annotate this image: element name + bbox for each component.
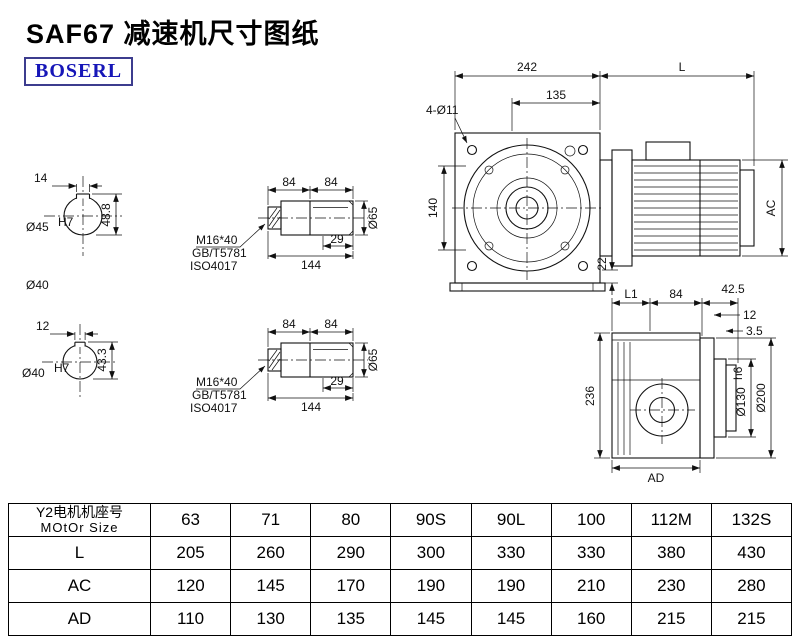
shaft1-end-view: 14 Ø45 H7 48.8 Ø40 <box>26 171 122 292</box>
dim-flange-dia: Ø200 <box>754 383 768 413</box>
table-cell-AC-5: 210 <box>551 570 632 603</box>
table-cell-AC-2: 170 <box>311 570 392 603</box>
row-label-AC: AC <box>9 570 151 603</box>
dim-keyway-width-1: 14 <box>34 171 48 185</box>
technical-drawing: 14 Ø45 H7 48.8 Ø40 12 Ø40 H7 43.3 <box>22 60 788 485</box>
col-header-112M: 112M <box>631 504 712 537</box>
shaft2-end-view: 12 Ø40 H7 43.3 <box>22 319 118 400</box>
table-cell-AD-6: 215 <box>631 603 712 636</box>
bolt-std2-1: ISO4017 <box>190 259 238 273</box>
table-cell-AD-7: 215 <box>711 603 792 636</box>
dim-housing-width: 242 <box>517 60 537 74</box>
dim-total-len-1: 144 <box>301 258 321 272</box>
table-cell-L-0: 205 <box>151 537 232 570</box>
dim-len-right-1: 84 <box>324 175 338 189</box>
dim-len-left-1: 84 <box>282 175 296 189</box>
dim-center-height: 140 <box>426 198 440 218</box>
bolt-spec-1: M16*40 <box>196 233 238 247</box>
table-cell-AD-4: 145 <box>471 603 552 636</box>
dim-keyway-len-2: 29 <box>330 374 344 388</box>
dim-3-5: 3.5 <box>746 324 763 338</box>
shaft1-side-view: 84 84 29 144 Ø65 M16*40 GB/T5781 ISO4017 <box>190 175 380 273</box>
table-cell-AD-5: 160 <box>551 603 632 636</box>
dim-height-236: 236 <box>583 386 597 406</box>
col-header-100: 100 <box>551 504 632 537</box>
motor-size-label-en: MOtOr Size <box>40 519 119 535</box>
bolt-spec-2: M16*40 <box>196 375 238 389</box>
dim-42-5: 42.5 <box>721 282 745 296</box>
dim-bore-tol-2: H7 <box>54 361 70 375</box>
dim-base-width: AD <box>648 471 665 485</box>
dim-flange-offset: 135 <box>546 88 566 102</box>
bolt-std1-1: GB/T5781 <box>192 246 247 260</box>
shaft2-side-view: 84 84 29 144 Ø65 M16*40 GB/T5781 ISO4017 <box>190 317 380 415</box>
col-header-132S: 132S <box>711 504 792 537</box>
col-header-63: 63 <box>151 504 232 537</box>
table-cell-L-2: 290 <box>311 537 392 570</box>
table-cell-AC-4: 190 <box>471 570 552 603</box>
table-cell-AD-3: 145 <box>391 603 472 636</box>
page-title: SAF67 减速机尺寸图纸 <box>26 19 320 49</box>
table-cell-L-5: 330 <box>551 537 632 570</box>
dim-shaft-dia: Ø40 <box>26 278 49 292</box>
dim-total-height-2: 43.3 <box>95 348 109 372</box>
row-label-L: L <box>9 537 151 570</box>
col-header-71: 71 <box>231 504 312 537</box>
dim-motor-dia: AC <box>764 199 778 216</box>
dim-len-right-2: 84 <box>324 317 338 331</box>
table-cell-AD-1: 130 <box>231 603 312 636</box>
table-cell-AC-6: 230 <box>631 570 712 603</box>
dim-len-left-2: 84 <box>282 317 296 331</box>
dim-12: 12 <box>743 308 757 322</box>
side-view: L1 84 42.5 12 3.5 236 Ø130 h6 Ø200 AD <box>583 282 776 485</box>
dim-motor-len: L <box>679 60 686 74</box>
col-header-90S: 90S <box>391 504 472 537</box>
front-view: 242 L 135 4-Ø11 140 22 AC <box>426 60 788 295</box>
table-cell-L-7: 430 <box>711 537 792 570</box>
col-header-80: 80 <box>311 504 392 537</box>
table-cell-AD-0: 110 <box>151 603 232 636</box>
dim-l1: L1 <box>624 287 638 301</box>
dim-corner-holes: 4-Ø11 <box>426 103 459 117</box>
dim-foot-height: 22 <box>595 257 609 271</box>
dim-bore-tol-1: H7 <box>58 215 74 229</box>
motor-size-label-cn: Y2电机机座号 <box>35 504 124 521</box>
table-cell-AC-3: 190 <box>391 570 472 603</box>
table-cell-L-3: 300 <box>391 537 472 570</box>
col-header-90L: 90L <box>471 504 552 537</box>
table-cell-AC-0: 120 <box>151 570 232 603</box>
dim-84: 84 <box>669 287 683 301</box>
bolt-std1-2: GB/T5781 <box>192 388 247 402</box>
dim-bore-2: Ø40 <box>22 366 45 380</box>
table-cell-L-1: 260 <box>231 537 312 570</box>
bolt-std2-2: ISO4017 <box>190 401 238 415</box>
dim-dia-2: Ø65 <box>366 348 380 371</box>
table-cell-L-4: 330 <box>471 537 552 570</box>
dim-spigot-tol: h6 <box>731 366 745 380</box>
motor-dimension-table: Y2电机机座号 MOtOr Size 63 71 80 90S 90L 100 … <box>8 503 792 636</box>
table-cell-L-6: 380 <box>631 537 712 570</box>
table-cell-AC-7: 280 <box>711 570 792 603</box>
table-header-motor-size: Y2电机机座号 MOtOr Size <box>9 504 151 537</box>
dim-keyway-len-1: 29 <box>330 232 344 246</box>
dim-spigot-dia: Ø130 <box>734 387 748 417</box>
dim-dia-1: Ø65 <box>366 206 380 229</box>
row-label-AD: AD <box>9 603 151 636</box>
table-cell-AD-2: 135 <box>311 603 392 636</box>
dim-total-len-2: 144 <box>301 400 321 414</box>
table-cell-AC-1: 145 <box>231 570 312 603</box>
brand-logo: BOSERL <box>24 57 134 86</box>
dim-total-height-1: 48.8 <box>99 203 113 227</box>
dim-bore-1: Ø45 <box>26 220 49 234</box>
dim-keyway-width-2: 12 <box>36 319 50 333</box>
